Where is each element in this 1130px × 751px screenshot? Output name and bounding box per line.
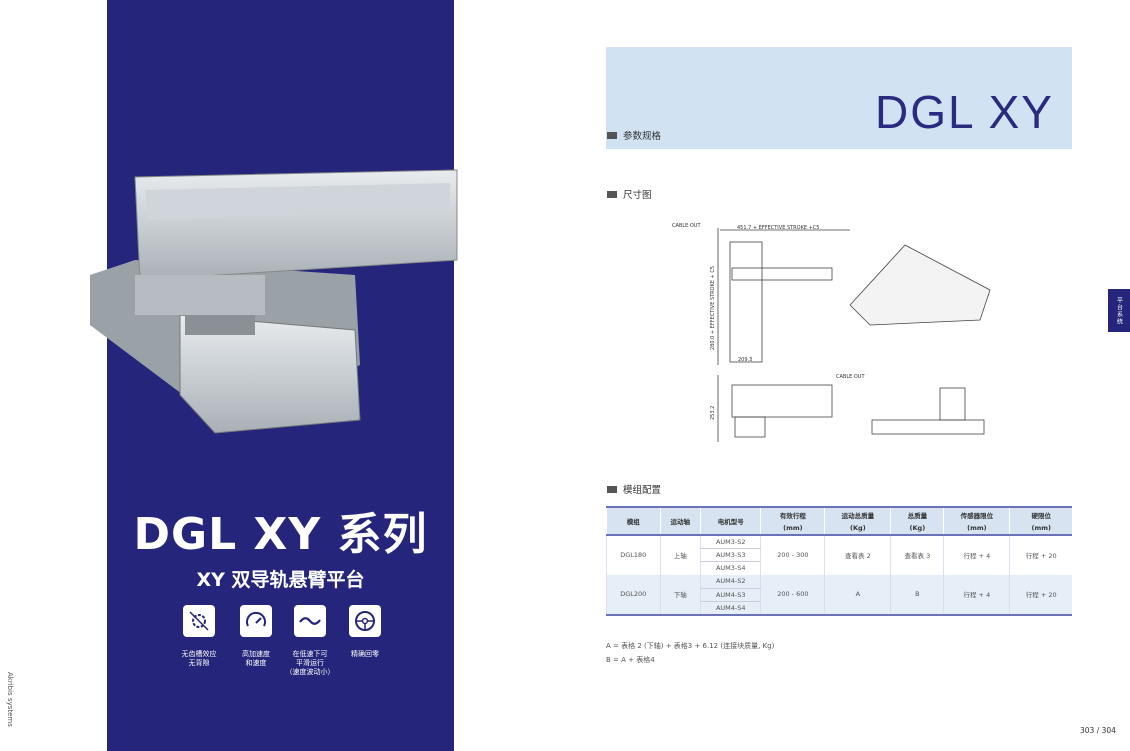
header-title: DGL XY (874, 86, 1054, 138)
no-cogging-gear-icon (183, 605, 215, 637)
cell-sensor-limit: 行程 + 4 (943, 535, 1010, 575)
note-b: B = A + 表格4 (606, 656, 655, 664)
dim-x-label: 451.7 + EFFECTIVE STROKE +C5 (737, 225, 819, 231)
col-header: 有效行程 (760, 507, 825, 521)
col-header: 运动总质量 (824, 507, 891, 521)
col-header: 电机型号 (700, 507, 761, 535)
wave-icon (294, 605, 326, 637)
cell-motor: AUM4-S2 (700, 574, 761, 589)
cell-sensor-limit: 行程 + 4 (943, 574, 1010, 615)
brand-name: Akribis systems (6, 672, 14, 727)
cell-module: DGL180 (606, 535, 661, 575)
feature-smooth: 在低速下可 平滑运行 （速度波动小） (280, 605, 340, 677)
cell-hard-limit: 行程 + 20 (1009, 535, 1072, 575)
product-subtitle: XY 双导轨悬臂平台 (196, 569, 365, 591)
col-header: 硬限位 (1009, 507, 1072, 521)
feature-acceleration: 高加速度 和速度 (226, 605, 286, 668)
cell-moving-mass: A (824, 574, 891, 615)
feature-no-cogging: 无齿槽效应 无背隙 (169, 605, 229, 668)
cell-total-mass: B (890, 574, 944, 615)
cell-hard-limit: 行程 + 20 (1009, 574, 1072, 615)
cell-motor: AUM4-S3 (700, 588, 761, 602)
product-title: DGL XY 系列 (133, 509, 428, 560)
table-row: DGL200 下轴 AUM4-S2 200 - 600 A B 行程 + 4 行… (606, 574, 1072, 615)
cell-motor: AUM3-S4 (700, 561, 761, 575)
table-row: DGL180 上轴 AUM3-S2 200 - 300 查看表 2 查看表 3 … (606, 535, 1072, 575)
feature-caption: 在低速下可 平滑运行 （速度波动小） (285, 650, 335, 676)
page-number: 303 / 304 (1080, 726, 1116, 735)
col-header: 总质量 (890, 507, 944, 521)
cell-motor: AUM3-S2 (700, 535, 761, 549)
cable-out-label: CABLE OUT (836, 374, 865, 380)
config-table: 模组 运动轴 电机型号 有效行程 运动总质量 总质量 传感器限位 硬限位 (mm… (606, 506, 1072, 616)
cell-total-mass: 查看表 3 (890, 535, 944, 575)
section-params: 参数规格 (607, 128, 661, 142)
dim-h-label: 253.2 (710, 406, 716, 420)
col-unit: (Kg) (824, 521, 891, 535)
section-label: 尺寸图 (623, 190, 652, 201)
speedometer-icon (240, 605, 272, 637)
cable-out-label: CABLE OUT (672, 223, 701, 229)
feature-caption: 精确回零 (351, 650, 379, 658)
section-config: 模组配置 (607, 482, 661, 496)
cell-axis: 下轴 (659, 574, 701, 615)
side-tab[interactable]: 平台系统 (1108, 289, 1130, 332)
product-image (90, 169, 458, 434)
dimension-drawing: CABLE OUT 451.7 + EFFECTIVE STROKE +C5 2… (672, 223, 991, 442)
dim-y-label: 280.0 + EFFECTIVE STROKE + C5 (710, 266, 716, 350)
col-header: 运动轴 (659, 507, 701, 535)
cell-motor: AUM4-S4 (700, 601, 761, 615)
header-banner (606, 47, 1072, 149)
cell-stroke: 200 - 600 (760, 574, 825, 615)
col-header: 传感器限位 (943, 507, 1010, 521)
cell-motor: AUM3-S3 (700, 548, 761, 563)
col-unit: (mm) (943, 521, 1010, 535)
cell-axis: 上轴 (659, 535, 701, 575)
cell-moving-mass: 查看表 2 (824, 535, 891, 575)
col-unit: (mm) (1009, 521, 1072, 535)
col-unit: (mm) (760, 521, 825, 535)
feature-caption: 高加速度 和速度 (242, 650, 270, 667)
col-header: 模组 (606, 507, 661, 535)
cell-module: DGL200 (606, 574, 661, 615)
col-unit: (Kg) (890, 521, 944, 535)
section-dimensions: 尺寸图 (607, 187, 652, 201)
section-label: 参数规格 (623, 131, 662, 142)
feature-homing: 精确回零 (335, 605, 395, 659)
feature-caption: 无齿槽效应 无背隙 (181, 650, 217, 667)
note-a: A = 表格 2 (下轴) + 表格3 + 6.12 (连接块质量, Kg) (606, 642, 775, 650)
section-label: 模组配置 (623, 485, 662, 496)
homing-target-icon (349, 605, 381, 637)
dim-w-label: 209.3 (738, 357, 752, 363)
cell-stroke: 200 - 300 (760, 535, 825, 575)
